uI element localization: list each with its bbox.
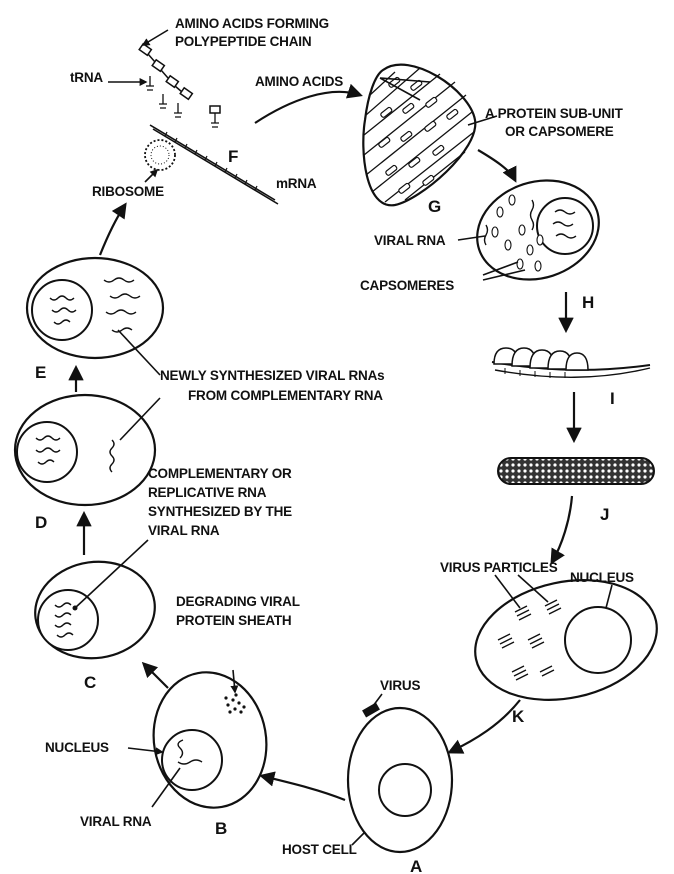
label-virus-particles: VIRUS PARTICLES — [440, 560, 558, 575]
stage-letter-a: A — [410, 857, 422, 874]
stage-letter-g: G — [428, 197, 441, 216]
stage-letter-b: B — [215, 819, 227, 838]
polypeptide-pointer — [143, 30, 168, 45]
arrow-g-to-h — [478, 150, 515, 180]
label-protein-subunit-1: A PROTEIN SUB-UNIT — [485, 106, 624, 121]
stage-letter-k: K — [512, 707, 525, 726]
label-complementary-4: VIRAL RNA — [148, 523, 220, 538]
virus-pointer — [373, 694, 382, 706]
label-degrading-2: PROTEIN SHEATH — [176, 613, 291, 628]
arrow-a-to-b — [262, 776, 345, 800]
label-amino-acids-forming: AMINO ACIDS FORMING — [175, 16, 329, 31]
label-trna: tRNA — [70, 70, 103, 85]
stage-j-virion — [498, 458, 654, 484]
nucleus-k — [565, 607, 631, 673]
label-virus: VIRUS — [380, 678, 420, 693]
stage-h-cell — [458, 165, 612, 295]
label-complementary-1: COMPLEMENTARY OR — [148, 466, 292, 481]
label-complementary-3: SYNTHESIZED BY THE — [148, 504, 292, 519]
label-capsomeres: CAPSOMERES — [360, 278, 454, 293]
stage-e-cell — [27, 258, 163, 375]
label-host-cell: HOST CELL — [282, 842, 357, 857]
stage-g-capsid — [363, 65, 497, 206]
nucleus-d — [17, 422, 77, 482]
label-degrading-1: DEGRADING VIRAL — [176, 594, 300, 609]
label-nucleus-k: NUCLEUS — [570, 570, 634, 585]
nucleus-c — [38, 590, 98, 650]
label-nucleus-b: NUCLEUS — [45, 740, 109, 755]
polypeptide-chain-icon — [139, 44, 220, 113]
stage-letter-h: H — [582, 293, 594, 312]
label-viral-rna-b: VIRAL RNA — [80, 814, 152, 829]
stage-letter-j: J — [600, 505, 609, 524]
trna-icons — [146, 76, 219, 127]
label-newly-2: FROM COMPLEMENTARY RNA — [188, 388, 383, 403]
label-mrna: mRNA — [276, 176, 317, 191]
stage-d-cell — [15, 395, 160, 505]
stage-i-assembly — [492, 348, 650, 378]
arrow-e-to-f — [100, 205, 125, 255]
nucleus-a — [379, 764, 431, 816]
stage-a-cell — [348, 694, 452, 852]
arrow-f-to-g — [255, 92, 360, 123]
label-viral-rna-h: VIRAL RNA — [374, 233, 446, 248]
stage-letter-i: I — [610, 389, 615, 408]
stage-letter-e: E — [35, 363, 46, 382]
label-polypeptide-chain: POLYPEPTIDE CHAIN — [175, 34, 311, 49]
arrow-k-to-a — [450, 700, 520, 752]
label-protein-subunit-2: OR CAPSOMERE — [505, 124, 614, 139]
label-ribosome: RIBOSOME — [92, 184, 164, 199]
arrow-b-to-c — [144, 664, 168, 688]
stage-letter-f: F — [228, 147, 238, 166]
nucleus-e — [32, 280, 92, 340]
stage-letter-c: C — [84, 673, 96, 692]
label-newly-1: NEWLY SYNTHESIZED VIRAL RNAs — [160, 368, 384, 383]
stage-c-cell — [29, 540, 161, 666]
stage-letter-d: D — [35, 513, 47, 532]
stage-k-cell — [464, 564, 668, 716]
arrow-j-to-k — [552, 496, 572, 562]
stage-b-cell — [128, 663, 277, 816]
label-complementary-2: REPLICATIVE RNA — [148, 485, 267, 500]
label-amino-acids: AMINO ACIDS — [255, 74, 343, 89]
mrna-strand-edge — [153, 129, 278, 204]
ribosome-icon — [145, 140, 175, 170]
stage-f-translation — [108, 30, 278, 204]
ribosome-pointer — [145, 170, 157, 182]
